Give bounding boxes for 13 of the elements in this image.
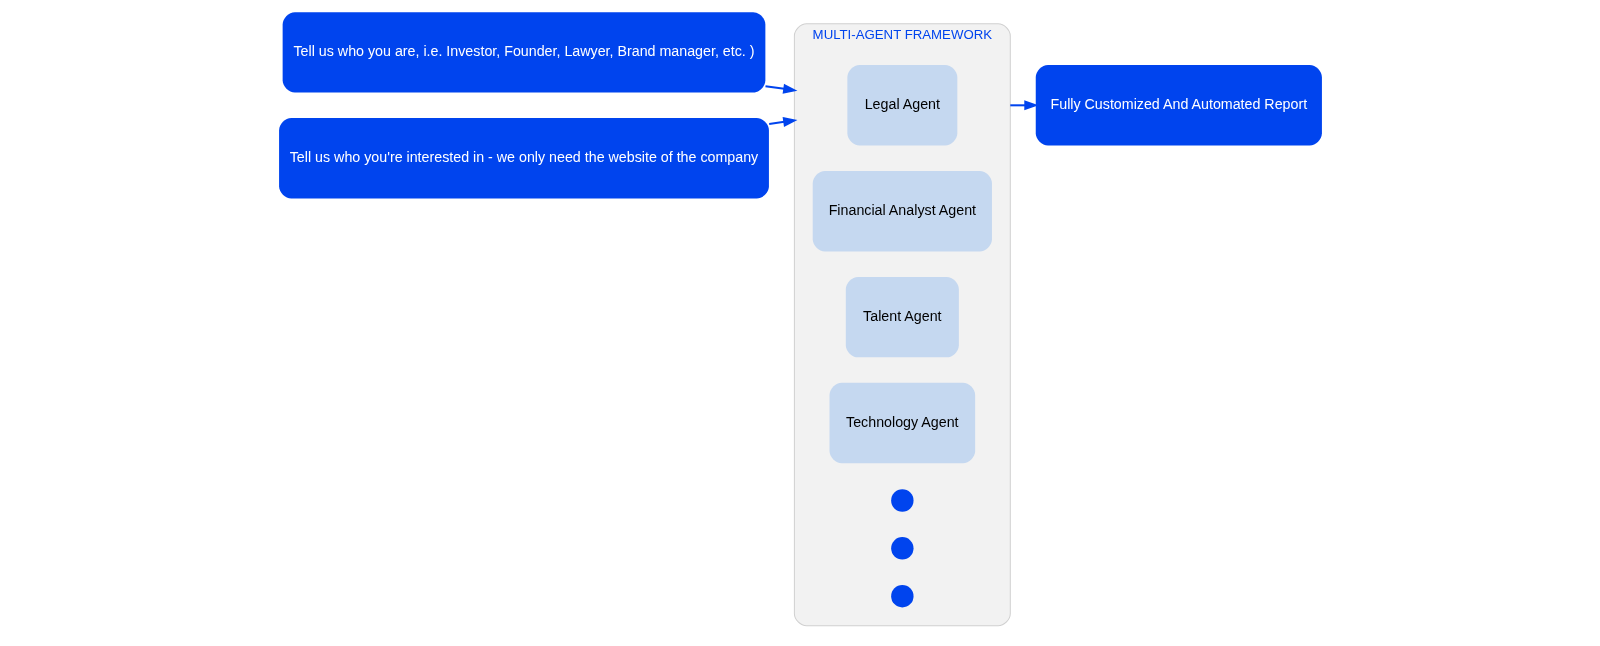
node-box: Financial Analyst Agent — [812, 171, 992, 252]
arrow — [764, 83, 797, 94]
node-circle — [890, 489, 914, 512]
node-box: Tell us who you're interested in - we only need the website of the company — [278, 118, 769, 199]
arrow — [1009, 100, 1039, 111]
node-box: Fully Customized And Automated Report — [1035, 65, 1322, 146]
node-circle — [890, 585, 914, 608]
arrow — [768, 116, 797, 127]
node-box: Talent Agent — [845, 276, 959, 358]
node-box: Legal Agent — [846, 65, 957, 146]
node-circle — [890, 537, 914, 560]
node-box: Tell us who you are, i.e. Investor, Founder, Lawyer, Brand manager, etc. ) — [282, 12, 765, 93]
node-box: Technology Agent — [829, 382, 975, 464]
